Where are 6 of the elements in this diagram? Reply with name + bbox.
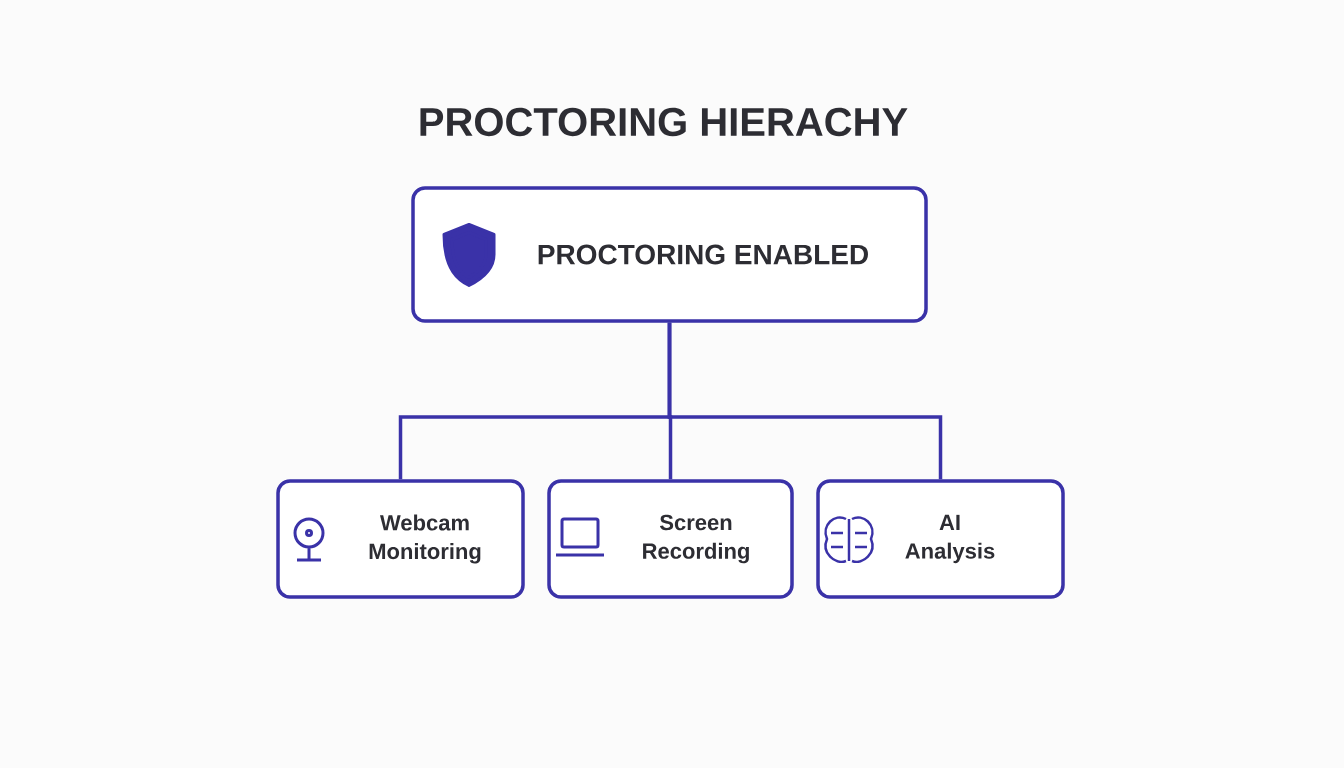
process-box: Screen Recording bbox=[547, 479, 794, 599]
process-box: AI Analysis bbox=[816, 479, 1065, 599]
process-box: PROCTORING ENABLED bbox=[411, 186, 928, 323]
process-box: Webcam Monitoring bbox=[276, 479, 525, 599]
connector-line bbox=[667, 322, 943, 480]
title: PROCTORING HIERACHY bbox=[420, 107, 908, 137]
